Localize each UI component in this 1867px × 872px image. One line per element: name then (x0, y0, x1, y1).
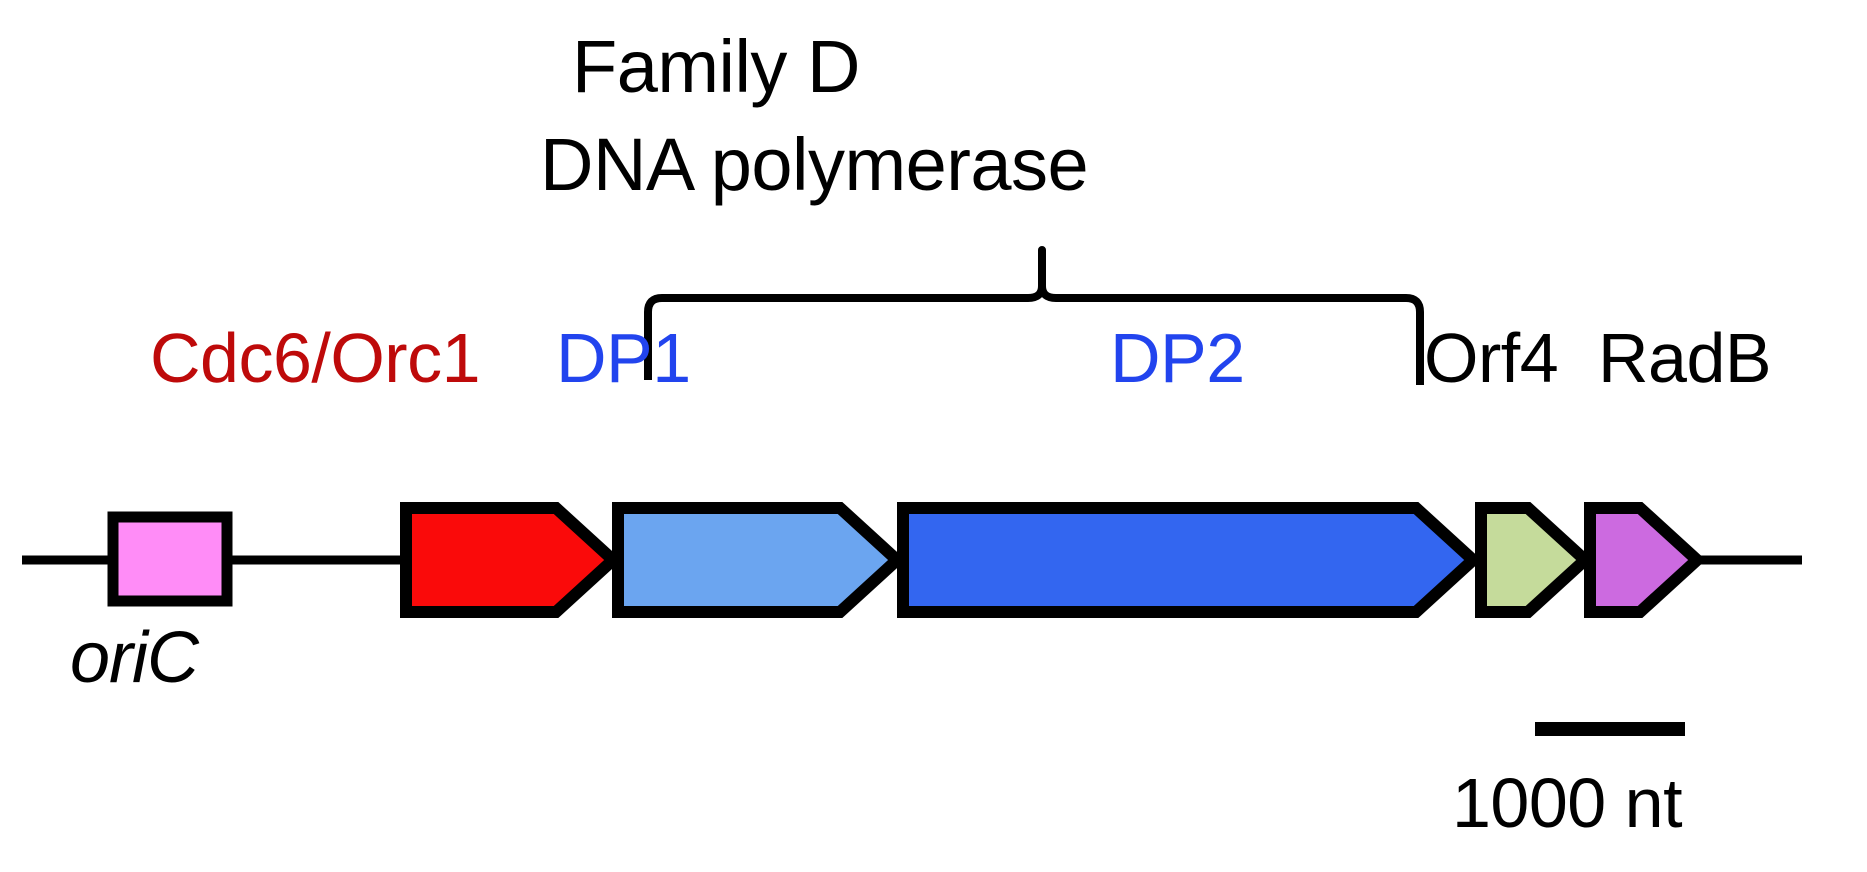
gene-label-orf4: Orf4 (1424, 319, 1559, 397)
feature-cdc6-orc1-arrow[interactable] (400, 502, 622, 618)
feature-dp2-arrow[interactable] (897, 502, 1482, 618)
feature-radb-arrow[interactable] (1584, 502, 1706, 618)
scale-bar-rule (1535, 722, 1685, 736)
family-d-brace (644, 246, 1424, 385)
feature-oric-box[interactable] (107, 511, 233, 607)
feature-orf4-arrow[interactable] (1475, 502, 1594, 618)
feature-dp1-arrow[interactable] (612, 502, 906, 618)
scale-bar-label: 1000 nt (1452, 764, 1683, 842)
bracket-title-line-1: Family D (572, 25, 860, 108)
gene-label-dp2: DP2 (1110, 319, 1245, 397)
feature-label-oric: oriC (70, 618, 199, 698)
gene-label-cdc6-orc1: Cdc6/Orc1 (150, 319, 481, 397)
gene-label-radb: RadB (1598, 319, 1772, 397)
gene-label-dp1: DP1 (556, 319, 691, 397)
bracket-title-line-2: DNA polymerase (540, 123, 1089, 206)
